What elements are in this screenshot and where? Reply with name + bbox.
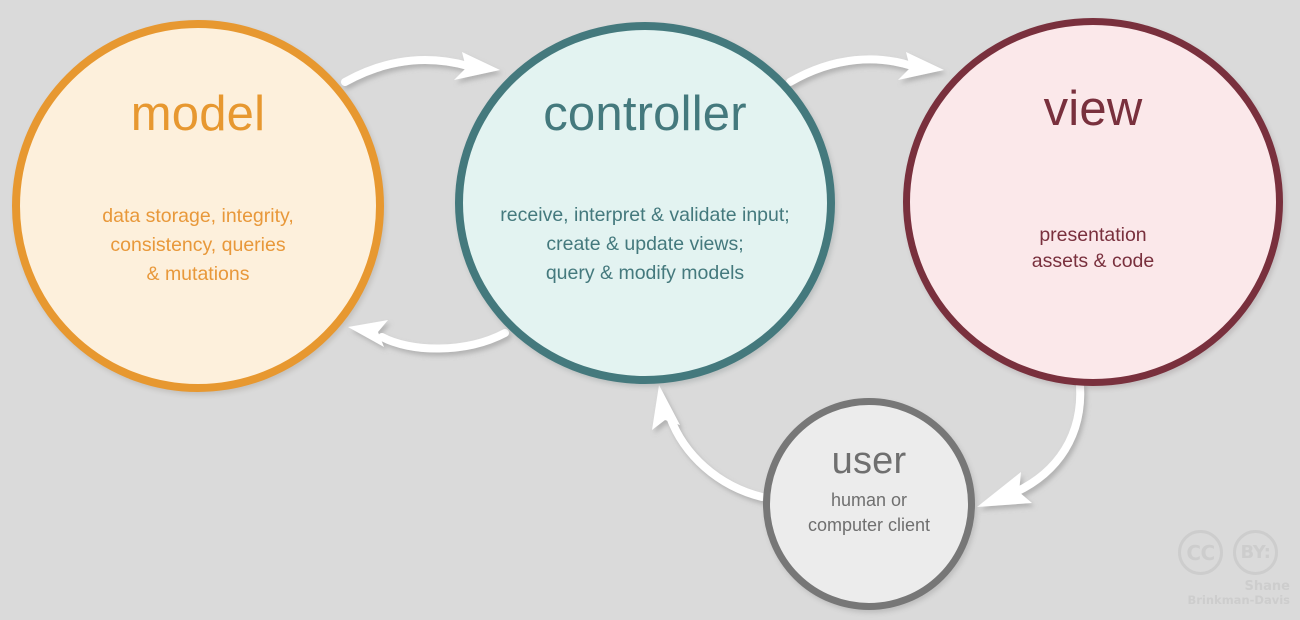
attribution-icon: BY:: [1233, 530, 1278, 575]
node-model[interactable]: model data storage, integrity, consisten…: [12, 20, 384, 392]
node-controller-desc-line: create & update views;: [546, 233, 744, 255]
node-controller-desc-line: receive, interpret & validate input;: [500, 204, 790, 226]
creative-commons-badge: CC BY: Shane Brinkman-Davis: [1178, 530, 1290, 610]
node-model-title: model: [130, 87, 266, 141]
arrow-model-to-controller: [341, 52, 500, 86]
node-user-desc-line: computer client: [807, 515, 931, 535]
node-model-description: data storage, integrity, consistency, qu…: [102, 202, 294, 289]
node-user-description: human or computer client: [808, 488, 930, 538]
node-model-desc-line: & mutations: [146, 263, 250, 285]
node-user-desc-line: human or: [830, 490, 908, 510]
arrow-user-to-controller: [652, 385, 766, 501]
node-view-title: view: [1043, 82, 1143, 136]
node-user-title: user: [831, 440, 907, 482]
node-controller-desc-line: query & modify models: [545, 262, 745, 284]
node-model-desc-line: data storage, integrity,: [102, 205, 294, 227]
node-view-desc-line: assets & code: [1031, 250, 1155, 272]
node-view-description: presentation assets & code: [1032, 222, 1154, 274]
node-controller[interactable]: controller receive, interpret & validate…: [455, 22, 835, 384]
author-last-name: Brinkman-Davis: [1187, 593, 1290, 607]
arrow-controller-to-view: [786, 52, 944, 86]
arrow-view-to-user: [977, 381, 1085, 507]
node-controller-title: controller: [543, 87, 747, 141]
arrow-controller-to-model: [348, 320, 509, 353]
node-model-desc-line: consistency, queries: [110, 234, 286, 256]
node-view-desc-line: presentation: [1039, 224, 1147, 246]
node-user[interactable]: user human or computer client: [763, 398, 975, 610]
creative-commons-icon: CC: [1178, 530, 1223, 575]
node-controller-description: receive, interpret & validate input; cre…: [500, 201, 789, 288]
author-first-name: Shane: [1244, 579, 1290, 594]
node-view[interactable]: view presentation assets & code: [903, 18, 1283, 386]
